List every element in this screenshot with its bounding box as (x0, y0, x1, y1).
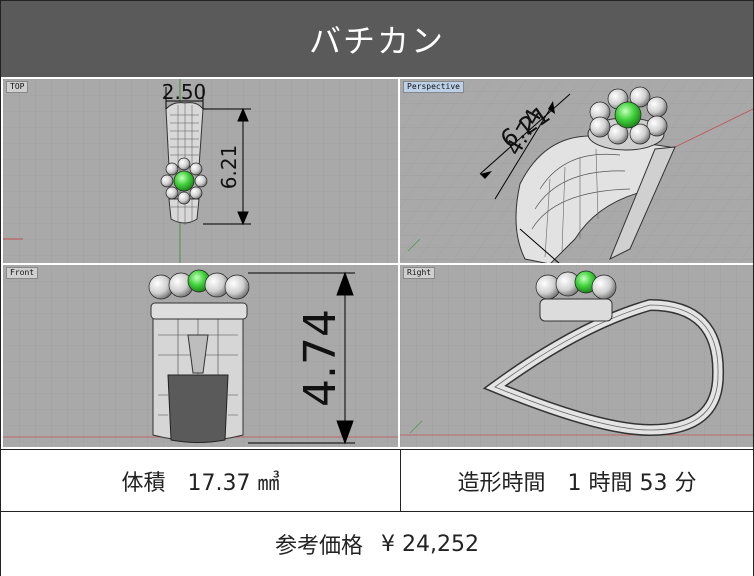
volume-label: 体積 (121, 471, 166, 496)
price-label: 参考価格 (275, 534, 364, 559)
volume-cell: 体積 17.37 ㎣ (1, 450, 400, 512)
viewport-label-front: Front (6, 267, 39, 279)
dim-top-height: 6.21 (217, 145, 241, 190)
viewport-right[interactable]: Right (400, 265, 753, 447)
viewport-label-perspective: Perspective (403, 81, 464, 93)
perspective-view-drawing: 4.74 6.21 (400, 79, 753, 263)
viewport-front[interactable]: 4.74 Front (3, 265, 398, 447)
top-view-drawing: 2.50 6.21 (3, 79, 398, 263)
build-time-cell: 造形時間 1 時間 53 分 (401, 450, 753, 512)
dim-top-width: 2.50 (162, 80, 207, 104)
viewport-top[interactable]: 2.50 6.21 TOP (3, 79, 398, 263)
build-time-label: 造形時間 (457, 471, 546, 496)
price-row: 参考価格 ¥ 24,252 (1, 511, 753, 576)
product-title: バチカン (1, 1, 753, 77)
spec-divider (400, 450, 401, 512)
viewport-label-right: Right (403, 267, 436, 279)
viewport-grid: 2.50 6.21 TOP (1, 77, 753, 449)
build-time-value: 1 時間 53 分 (567, 471, 697, 496)
viewport-label-top: TOP (6, 81, 29, 93)
spec-row: 体積 17.37 ㎣ 造形時間 1 時間 53 分 (1, 449, 753, 512)
price-cell: 参考価格 ¥ 24,252 (1, 512, 753, 576)
volume-value: 17.37 ㎣ (187, 471, 280, 496)
viewport-perspective[interactable]: 4.74 6.21 Perspective (400, 79, 753, 263)
dim-front-height: 4.74 (295, 309, 346, 407)
price-value: ¥ 24,252 (381, 531, 479, 557)
right-view-drawing (400, 265, 753, 447)
front-view-drawing: 4.74 (3, 265, 398, 447)
